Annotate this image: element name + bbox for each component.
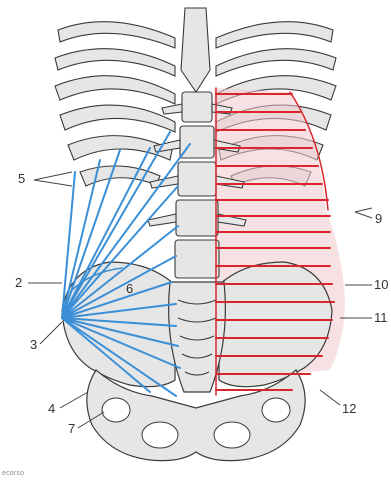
- pelvis: [62, 262, 332, 461]
- label-3: 3: [30, 338, 37, 351]
- label-10: 10: [374, 278, 388, 291]
- label-9: 9: [375, 212, 382, 225]
- label-5: 5: [18, 172, 25, 185]
- label-7: 7: [68, 422, 75, 435]
- label-2: 2: [15, 276, 22, 289]
- label-11: 11: [374, 311, 388, 324]
- label-4: 4: [48, 402, 55, 415]
- label-12: 12: [342, 402, 356, 415]
- label-6: 6: [126, 282, 133, 295]
- image-credit: ecorso: [2, 470, 24, 477]
